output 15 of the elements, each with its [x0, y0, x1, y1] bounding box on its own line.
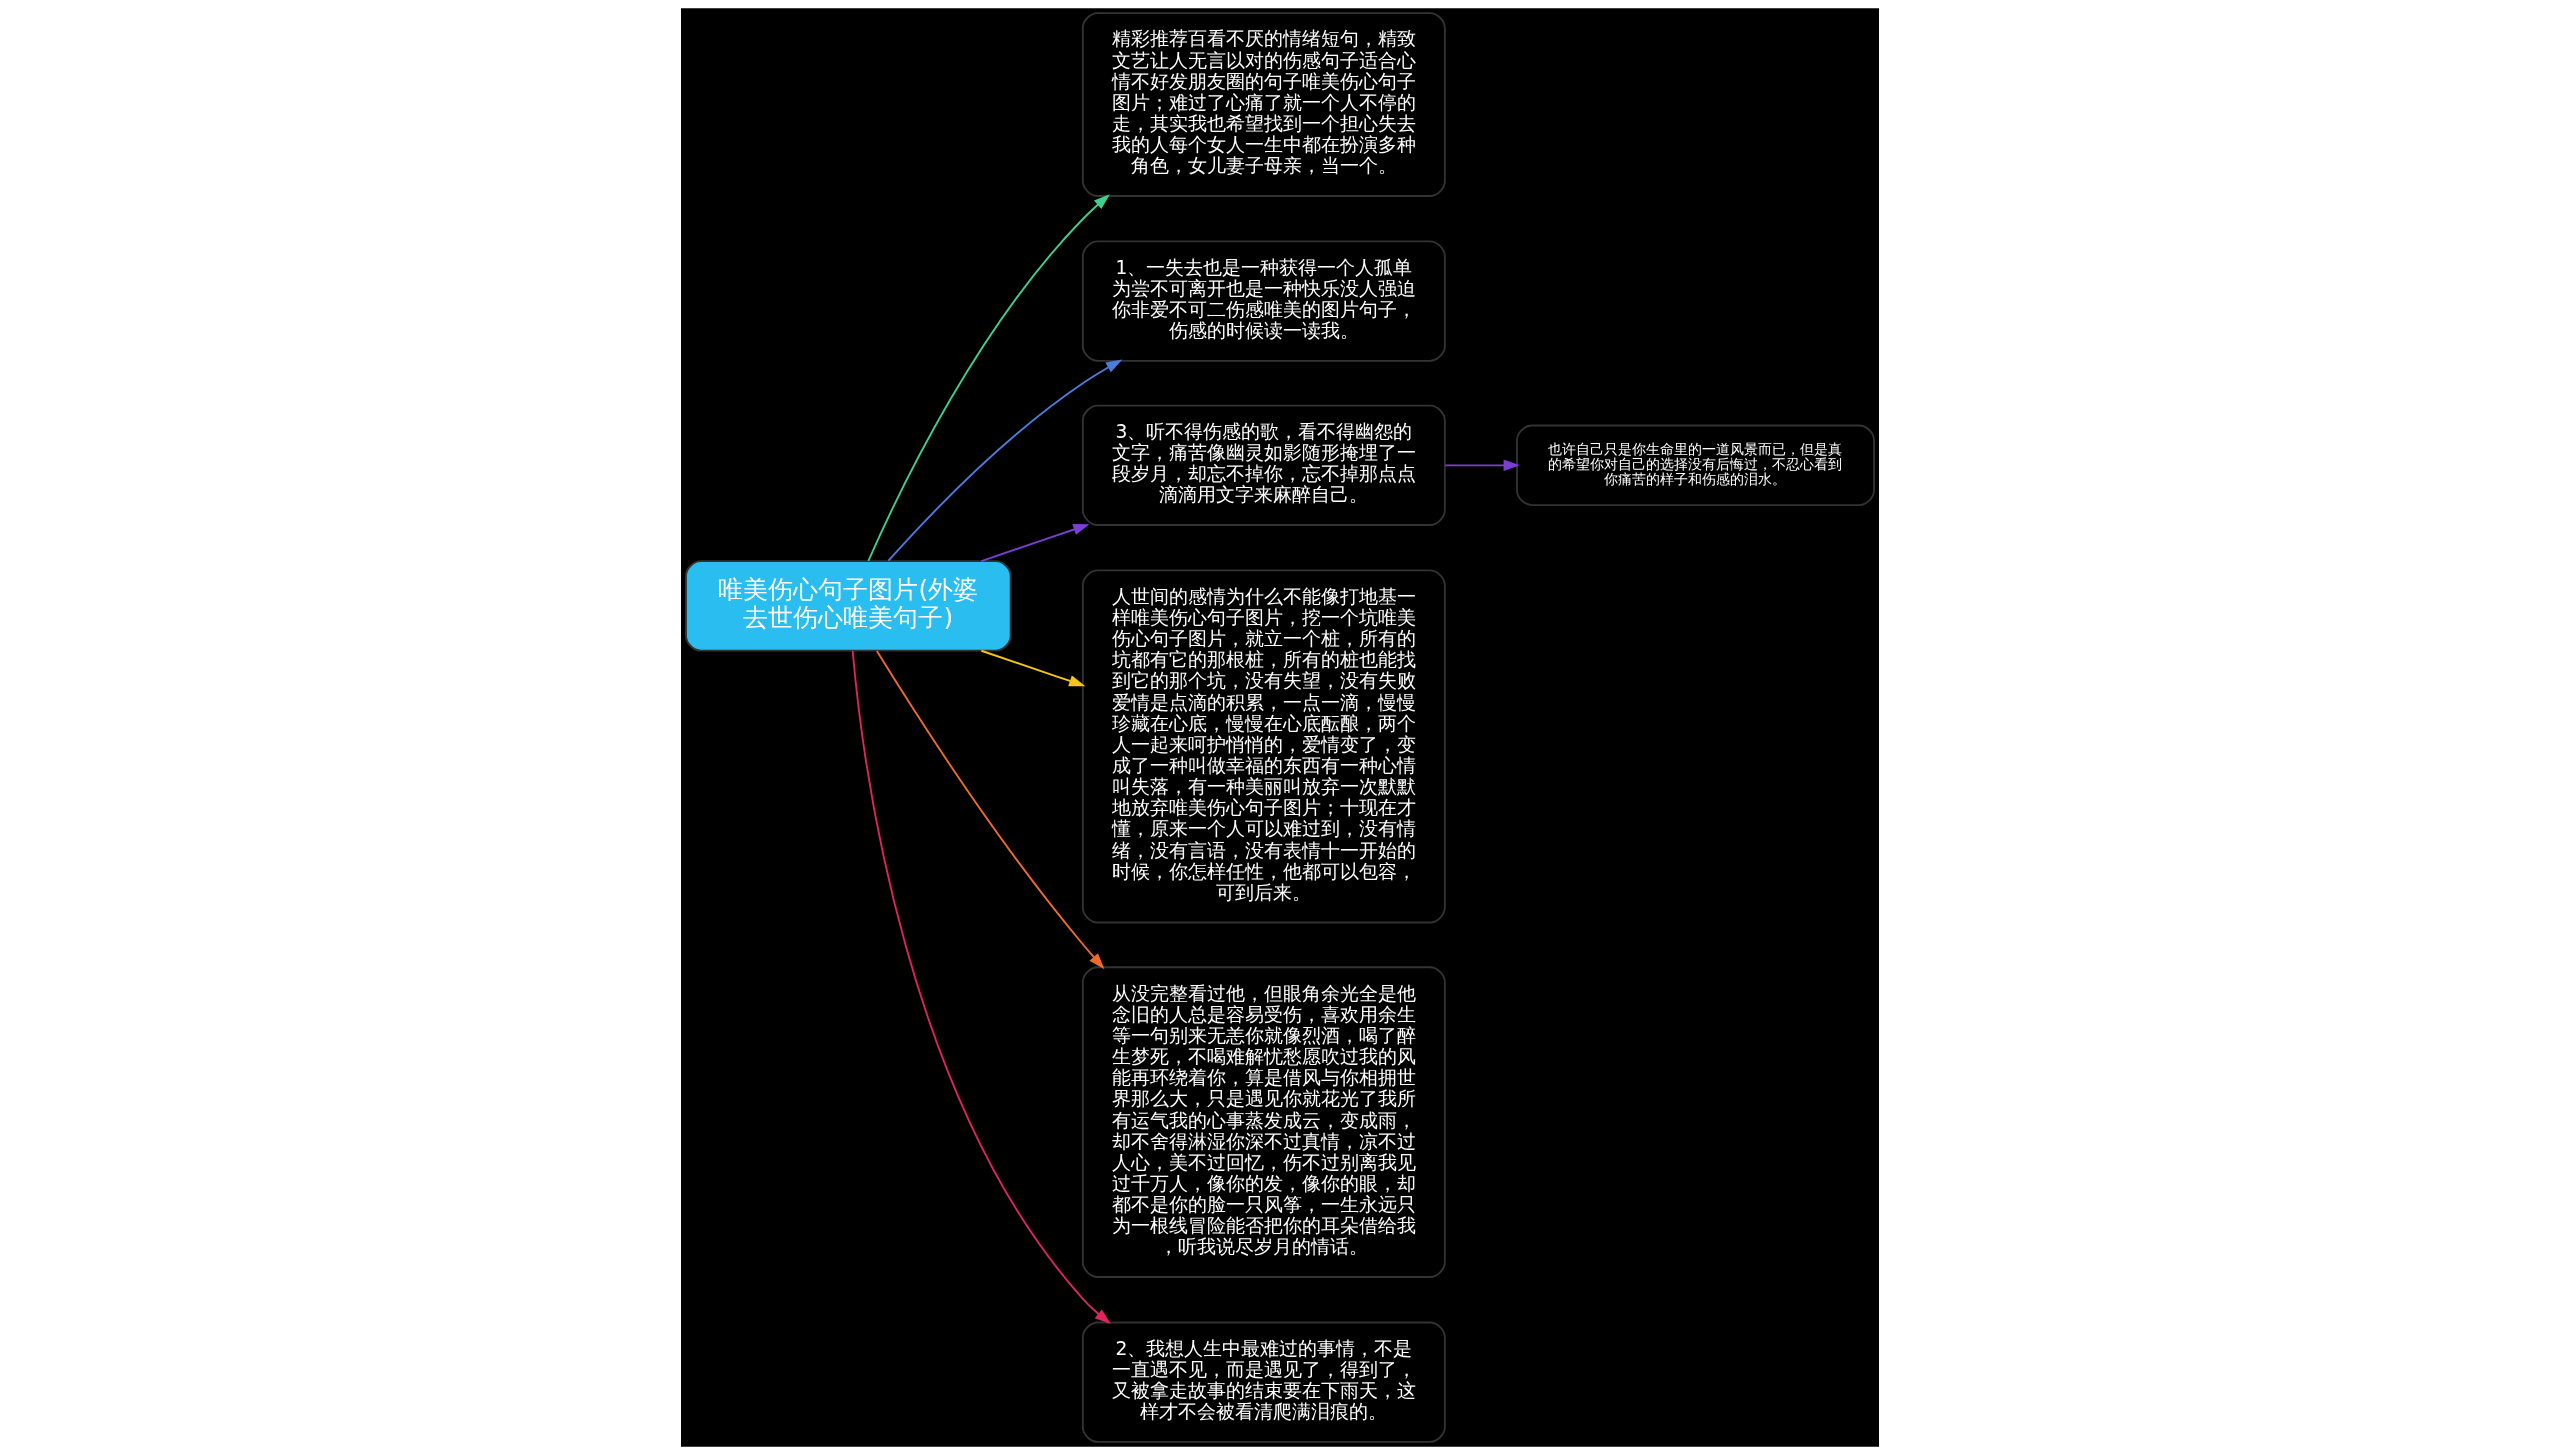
node-box: 3、听不得伤感的歌，看不得幽怨的文字，痛苦像幽灵如影随形掩埋了一段岁月，却忘不掉你，忘不掉那点点滴滴用文字来麻醉自己。 [1081, 404, 1446, 526]
arrow [980, 524, 1090, 562]
arrow [875, 650, 1105, 970]
node-box: 1、一失去也是一种获得一个人孤单为尝不可离开也是一种快乐没人强迫你非爱不可二伤感唯美的图片句子，伤感的时候读一读我。 [1081, 240, 1446, 362]
node-box: 2、我想人生中最难过的事情，不是一直遇不见，而是遇见了，得到了，又被拿走故事的结束要在下雨天，这样才不会被看清爬满泪痕的。 [1081, 1321, 1446, 1443]
node-box: 人世间的感情为什么不能像打地基一样唯美伤心句子图片，挖一个坑唯美伤心句子图片，就立一个桩，所有的坑都有它的那根桩，所有的桩也能找到它的那个坑，没有失望，没有失败爱情是点滴的积累，一点一滴，慢慢珍藏在心底，慢慢在心底酝酿，两个人一起来呵护悄悄的，爱情变了，变成了一种叫做幸福的东西有一种心情叫失落，有一种美丽叫放弃一次默默地放弃唯美伤心句子图片；十现在才懂，原来一个人可以难过到，没有情绪，没有言语，没有表情十一开始的时候，你怎样任性，他都可以包容，可到后来。 [1081, 569, 1446, 924]
node-box: 也许自己只是你生命里的一道风景而已，但是真的希望你对自己的选择没有后悔过，不忍心看到你痛苦的样子和伤感的泪水。 [1516, 424, 1875, 507]
arrow [851, 649, 1111, 1324]
node-box: 唯美伤心句子图片(外婆去世伤心唯美句子) [685, 560, 1012, 652]
arrow [980, 649, 1086, 687]
arrow [887, 359, 1123, 562]
arrow [1444, 459, 1520, 471]
arrow [867, 194, 1110, 562]
node-box: 精彩推荐百看不厌的情绪短句，精致文艺让人无言以对的伤感句子适合心情不好发朋友圈的句子唯美伤心句子图片；难过了心痛了就一个人不停的走，其实我也希望找到一个担心失去我的人每个女人一生中都在扮演多种角色，女儿妻子母亲，当一个。 [1081, 12, 1446, 197]
node-box: 从没完整看过他，但眼角余光全是他念旧的人总是容易受伤，喜欢用余生等一句别来无恙你就像烈酒，喝了醉生梦死，不喝难解忧愁愿吹过我的风能再环绕着你，算是借风与你相拥世界那么大，只是遇见你就花光了我所有运气我的心事蒸发成云，变成雨，却不舍得淋湿你深不过真情，凉不过人心，美不过回忆，伤不过别离我见过千万人，像你的发，像你的眼，却都不是你的脸一只风筝，一生永远只为一根线冒险能否把你的耳朵借给我，听我说尽岁月的情话。 [1081, 966, 1446, 1278]
